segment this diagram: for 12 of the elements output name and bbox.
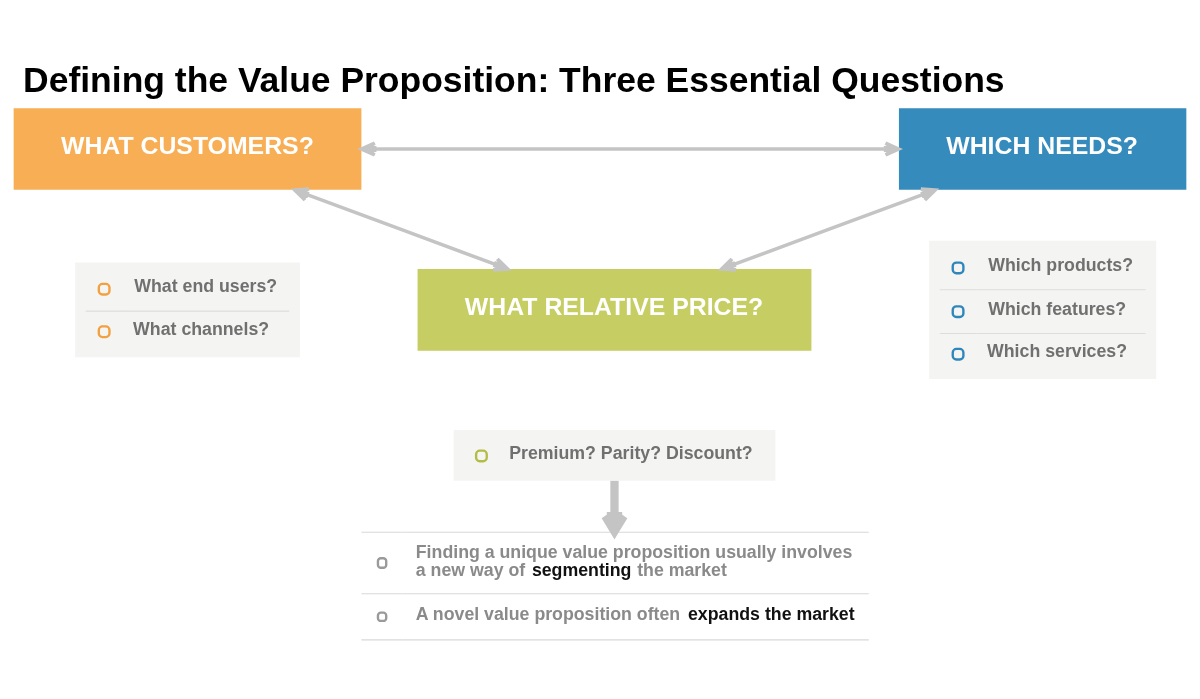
node-box: Premium? Parity? Discount? xyxy=(453,429,776,481)
node-text: Finding a unique value proposition usually involves a new way of segmenting the market A novel value proposition often expands the market xyxy=(415,542,855,624)
arrow xyxy=(292,187,510,272)
arrow xyxy=(359,141,901,157)
node-box: What end users? What channels? xyxy=(75,262,300,358)
node-box: Which products? Which features? Which services? xyxy=(929,240,1157,380)
arrow xyxy=(719,187,937,272)
node-box: WHICH NEEDS? xyxy=(898,108,1187,190)
diagram-title: Defining the Value Proposition: Three Essential Questions xyxy=(23,59,1005,100)
node-box: WHAT RELATIVE PRICE? xyxy=(417,269,812,351)
arrow xyxy=(601,480,628,537)
node-box: WHAT CUSTOMERS? xyxy=(13,108,362,190)
